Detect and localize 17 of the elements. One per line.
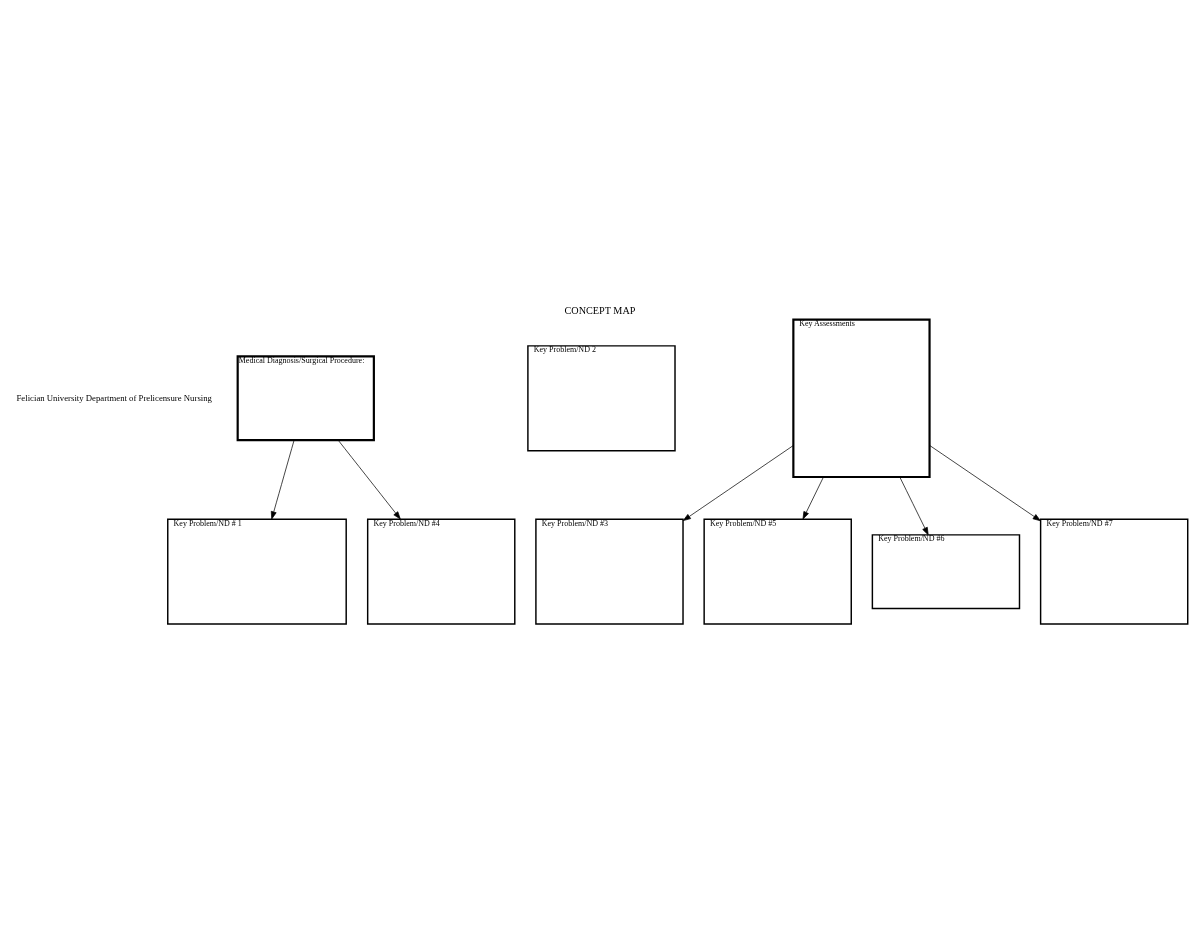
arrow [337, 439, 401, 520]
arrow [899, 476, 929, 536]
arrow [929, 445, 1041, 522]
node-box: Key Problem/ND 2 [527, 345, 676, 452]
node-box: Key Problem/ND #6 [871, 534, 1021, 610]
arrow [270, 439, 295, 520]
label: Felician University Department of Prelicensure Nursing [16, 392, 212, 403]
node-box: Key Problem/ND #4 [366, 518, 516, 625]
arrow [802, 476, 824, 520]
node-box: Key Problem/ND #3 [535, 518, 684, 625]
diagram-title: CONCEPT MAP [564, 304, 636, 316]
node-box: Key Assessments [792, 318, 931, 479]
node-box: Medical Diagnosis/Surgical Procedure: [236, 355, 375, 442]
node-box: Key Problem/ND #5 [703, 518, 852, 625]
node-box: Key Problem/ND # 1 [167, 518, 347, 625]
node-box: Key Problem/ND #7 [1039, 518, 1189, 625]
arrow [682, 445, 794, 521]
